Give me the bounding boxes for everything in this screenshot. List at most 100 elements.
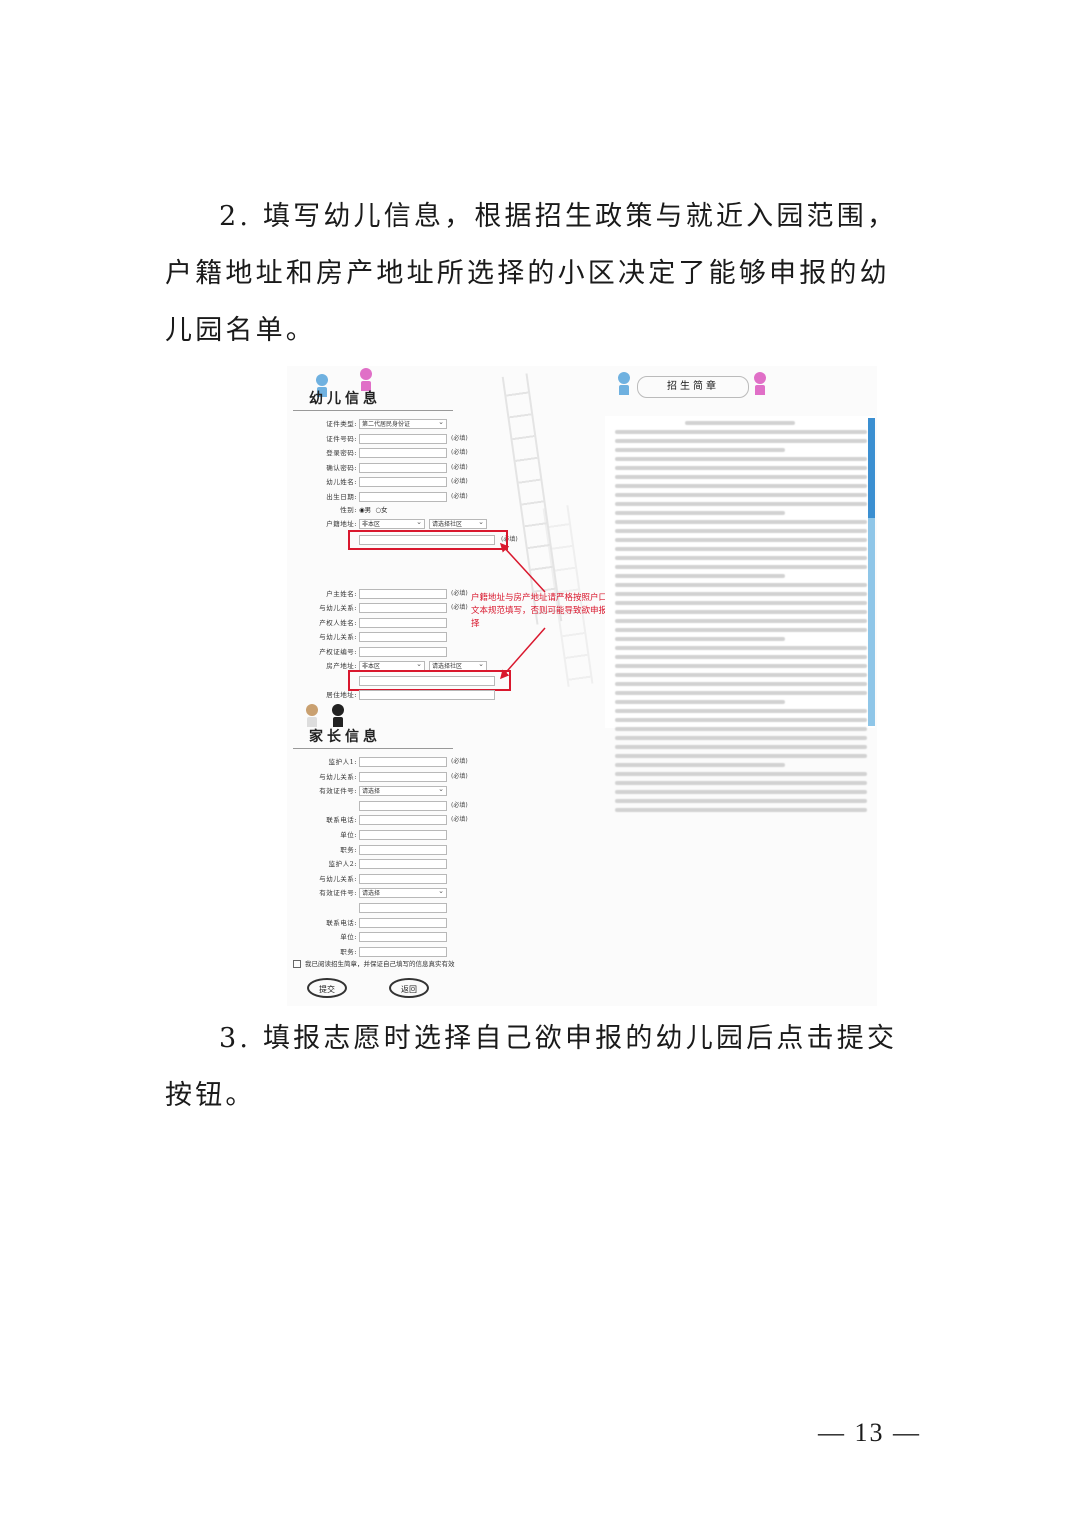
gender-row: 性别:: [287, 504, 357, 516]
blurred-line: [615, 718, 867, 722]
parent_fields-input[interactable]: 请选择: [359, 886, 447, 899]
brochure-scroll-thumb[interactable]: [868, 418, 875, 518]
parent_fields-label: 有效证件号:: [319, 787, 357, 796]
blurred-line: [615, 592, 867, 596]
submit-button[interactable]: 提交: [307, 978, 347, 998]
blurred-line: [615, 439, 867, 443]
parent_fields-input[interactable]: [359, 946, 447, 957]
parent_fields-input[interactable]: 请选择: [359, 784, 447, 797]
blurred-line: [615, 430, 867, 434]
parent_fields-input[interactable]: [359, 771, 447, 782]
blurred-line: [615, 700, 785, 704]
blurred-line: [615, 493, 867, 497]
red-annotation: 户籍地址与房产地址请严格按照户口本或房产证上的文本规范填写，否则可能导致欲申报的…: [471, 593, 667, 629]
property-label: 房产地址:: [326, 662, 357, 670]
child_fields-row: 出生日期:: [287, 491, 357, 503]
radio-male[interactable]: ◉男: [359, 506, 372, 514]
parent-male-icon: [331, 704, 345, 727]
blurred-line: [615, 736, 867, 740]
owner_fields-input[interactable]: [359, 603, 447, 614]
parent_fields-input[interactable]: [359, 800, 447, 811]
owner_fields-row: 产权人姓名:: [287, 617, 357, 629]
parent_fields-input[interactable]: [359, 757, 447, 767]
residence-label: 居住地址:: [326, 691, 357, 699]
residence-input[interactable]: [359, 690, 495, 700]
radio-male-label: 男: [364, 506, 372, 514]
enroll-title: 招生简章: [637, 376, 749, 398]
agree-checkbox[interactable]: [293, 960, 301, 968]
parent_fields-row: 职务:: [287, 946, 357, 958]
parent_fields-input[interactable]: [359, 917, 447, 928]
owner_fields-required: (必填): [451, 590, 468, 597]
child_fields-label: 出生日期:: [326, 493, 357, 501]
property-detail-input[interactable]: [359, 676, 495, 686]
owner_fields-label: 与幼儿关系:: [319, 604, 357, 613]
parent_fields-input[interactable]: [359, 903, 447, 913]
huji-label: 户籍地址:: [326, 520, 357, 528]
back-button[interactable]: 返回: [389, 978, 429, 998]
paragraph-step-3: 3. 填报志愿时选择自己欲申报的幼儿园后点击提交按钮。: [165, 1010, 917, 1124]
boy-figure-icon: [315, 374, 329, 397]
huji-row: 户籍地址:: [287, 518, 357, 530]
parent_fields-row: 联系电话:: [287, 917, 357, 929]
blurred-line: [615, 448, 785, 452]
parent_fields-row: 联系电话:: [287, 814, 357, 826]
huji-district-select[interactable]: 非本区: [359, 517, 425, 529]
owner_fields-input[interactable]: [359, 617, 447, 628]
gender-label: 性别:: [340, 506, 357, 514]
paragraph-step-3-text: 3. 填报志愿时选择自己欲申报的幼儿园后点击提交按钮。: [165, 1023, 898, 1111]
child_fields-required: (必填): [451, 493, 468, 500]
huji-community-select[interactable]: 请选择社区: [429, 517, 487, 529]
blurred-line: [615, 466, 867, 470]
arrow-to-huji: [499, 542, 546, 593]
parent-female-icon: [305, 704, 319, 727]
blurred-line: [615, 601, 867, 605]
parent-info-title: 家长信息: [309, 729, 381, 745]
blurred-line: [615, 664, 867, 668]
parent_fields-input[interactable]: [359, 844, 447, 855]
blurred-line: [615, 808, 867, 812]
blurred-line: [615, 691, 867, 695]
child_fields-input[interactable]: [359, 492, 447, 502]
parent_fields-input[interactable]: [359, 859, 447, 870]
owner_fields-input[interactable]: [359, 589, 447, 599]
parent_fields-row: 有效证件号:: [287, 887, 357, 899]
blurred-line: [615, 646, 867, 650]
blurred-line: [615, 511, 785, 515]
parent_fields-label: 与幼儿关系:: [319, 772, 357, 781]
page-number: — 13 —: [818, 1418, 921, 1447]
child_fields-input[interactable]: [359, 462, 447, 473]
child_fields-required: (必填): [451, 449, 468, 457]
child_fields-input[interactable]: [359, 477, 447, 488]
owner_fields-row: 户主姓名:: [287, 588, 357, 600]
parent_fields-input[interactable]: [359, 932, 447, 943]
parent_fields-input[interactable]: [359, 830, 447, 840]
child_fields-input[interactable]: 第二代居民身份证: [359, 417, 447, 429]
radio-female[interactable]: ○女: [375, 506, 388, 514]
parent_fields-row: 与幼儿关系:: [287, 771, 357, 783]
owner_fields-required: (必填): [451, 604, 468, 612]
parent_fields-input[interactable]: [359, 815, 447, 826]
child_fields-row: 确认密码:: [287, 462, 357, 474]
blurred-line: [615, 745, 867, 749]
parent_fields-label: 与幼儿关系:: [319, 874, 357, 883]
child_fields-row: 证件号码:: [287, 433, 357, 445]
child_fields-input[interactable]: [359, 433, 447, 444]
child_fields-label: 幼儿姓名:: [326, 478, 357, 487]
owner_fields-input[interactable]: [359, 646, 447, 657]
blurred-line: [615, 628, 867, 632]
parent_fields-label: 联系电话:: [326, 918, 357, 927]
brochure-scrollbar[interactable]: [868, 418, 875, 726]
huji-detail-input[interactable]: [359, 535, 495, 545]
blurred-line: [615, 574, 785, 578]
parent_fields-required: (必填): [451, 772, 468, 780]
parent_fields-label: 联系电话:: [326, 816, 357, 825]
blurred-line: [615, 754, 867, 758]
parent_fields-input[interactable]: [359, 873, 447, 884]
child_fields-input[interactable]: [359, 448, 447, 459]
blurred-line: [615, 799, 867, 803]
residence-row: 居住地址:: [287, 689, 357, 701]
owner_fields-input[interactable]: [359, 632, 447, 643]
blurred-line: [615, 619, 867, 623]
owner_fields-row: 与幼儿关系:: [287, 631, 357, 643]
